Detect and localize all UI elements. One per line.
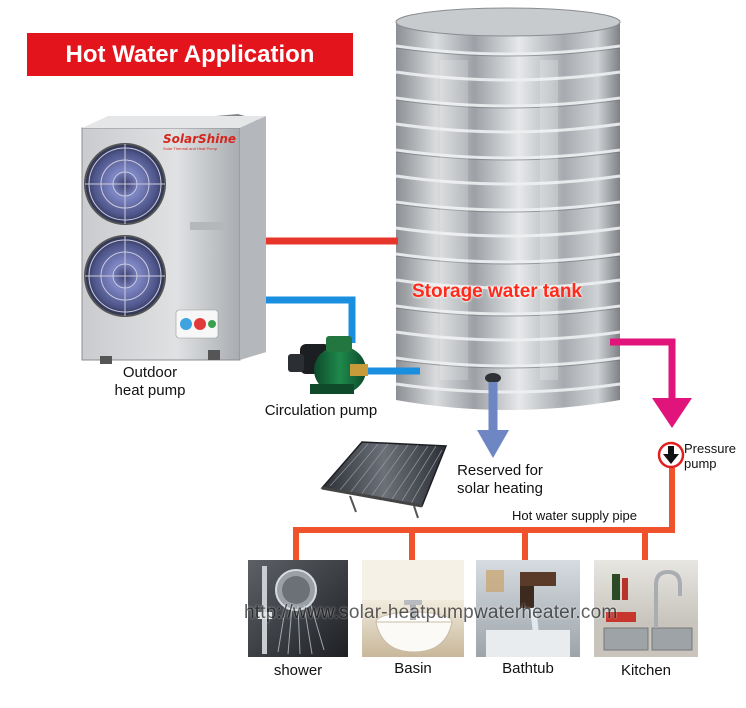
shower-icon [248, 560, 348, 657]
pressure-pump-icon [657, 441, 685, 469]
bathtub-icon [476, 560, 580, 658]
brand-subtitle: Solar Thermal and Heat Pump [163, 146, 217, 151]
fan-icon [84, 235, 166, 317]
brand-logo: SolarShine Solar Thermal and Heat Pump [163, 132, 243, 151]
tank-label: Storage water tank [412, 281, 582, 302]
page-title: Hot Water Application [27, 33, 353, 76]
kitchen-icon [594, 560, 698, 657]
brand-name: SolarShine [163, 132, 236, 146]
outlet-label-kitchen: Kitchen [620, 662, 672, 679]
outdoor-heat-pump [81, 114, 266, 364]
pressure-pump-label: Pressure pump [684, 441, 737, 471]
outlet-label-bathtub: Bathtub [502, 660, 554, 677]
outlet-label-shower: shower [273, 662, 323, 679]
return-pipe [258, 296, 356, 343]
tank-ribs [395, 44, 621, 394]
solar-arrow-head [477, 430, 509, 458]
pressure-arrow-head [652, 398, 692, 428]
tank-outlet-port [485, 373, 501, 383]
heat-pump-label: Outdoor heat pump [114, 364, 186, 399]
basin-icon [362, 560, 464, 657]
storage-tank [395, 7, 621, 410]
supply-pipe-label: Hot water supply pipe [512, 508, 638, 523]
tank-outlet-pipe [610, 338, 676, 398]
pipes [258, 237, 692, 560]
watermark-url: http://www.solar-heatpumpwaterheater.com [244, 602, 618, 623]
solar-heating-label: Reserved for solar heating [457, 462, 543, 497]
fan-icon [84, 143, 166, 225]
solar-collector-icon [320, 441, 448, 519]
outlet-label-basin: Basin [394, 660, 432, 677]
circulation-pump-icon [288, 336, 368, 394]
circulation-pump-label: Circulation pump [264, 402, 378, 419]
